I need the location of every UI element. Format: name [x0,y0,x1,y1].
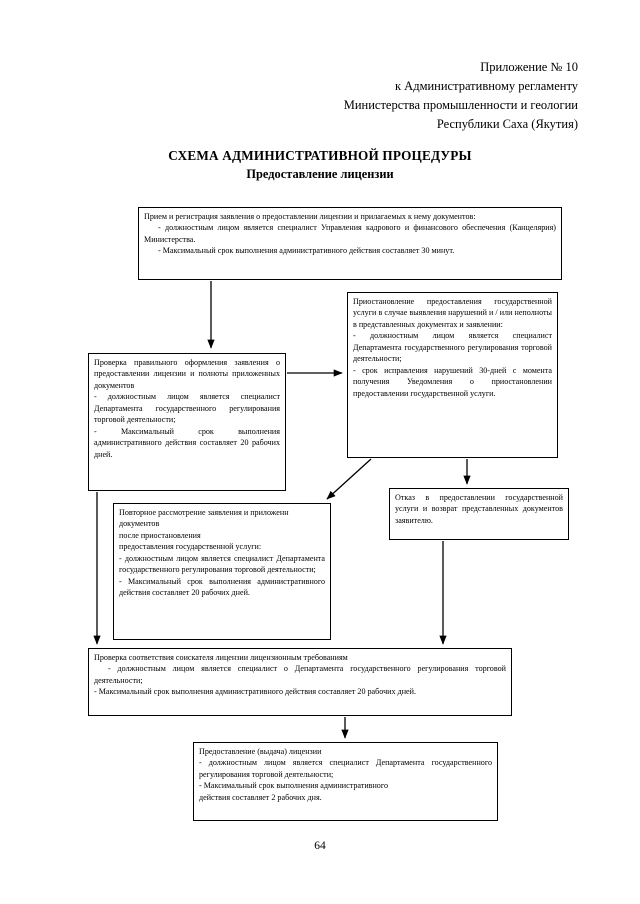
connector-suspend-to-review [326,458,372,500]
suspend-line-1: Приостановление предоставления государст… [353,297,552,329]
document-header: Приложение № 10 к Административному регл… [158,58,578,134]
intake-line-2: - должностным лицом является специалист … [144,223,556,244]
header-line-3: Министерства промышленности и геологии [343,98,578,112]
intake-line-3: - Максимальный срок выполнения администр… [158,246,455,256]
compliance-line-1: Проверка соответствия соискателя лицензи… [94,653,348,662]
review-line-6: - Максимальный срок выполнения администр… [119,576,325,598]
issue-line-2: - должностным лицом является специалист … [199,758,492,779]
compliance-line-3: - Максимальный срок выполнения администр… [94,687,416,697]
page-title: СХЕМА АДМИНИСТРАТИВНОЙ ПРОЦЕДУРЫ [168,148,472,163]
review-line-4: предоставления государственной услуги: [119,542,262,552]
review-line-1: Повторное рассмотрение заявления и прило… [119,508,289,517]
header-line-1: Приложение № 10 [480,60,578,74]
issue-line-1: Предоставление (выдача) лицензии [199,747,322,756]
compliance-line-2: - должностным лицом является специалист … [94,664,506,685]
verify-line-1: Проверка правильного оформления заявлени… [94,358,280,390]
review-line-2: документов [119,519,160,529]
flow-box-refusal: Отказ в предоставлении государственной у… [389,488,569,540]
flow-box-verify: Проверка правильного оформления заявлени… [88,353,286,491]
flow-box-review: Повторное рассмотрение заявления и прило… [113,503,331,640]
verify-line-2: - должностным лицом является специалист … [94,392,280,425]
refusal-line-1: Отказ в предоставлении государственной у… [395,493,563,525]
flow-box-compliance: Проверка соответствия соискателя лицензи… [88,648,512,716]
page-number: 64 [314,840,326,852]
intake-line-1: Прием и регистрация заявления о предоста… [144,212,476,221]
header-line-2: к Административному регламенту [394,79,578,93]
flow-box-intake: Прием и регистрация заявления о предоста… [138,207,562,280]
review-line-5: - должностным лицом является специалист … [119,553,325,575]
suspend-line-2: - должностным лицом является специалист … [353,331,552,364]
header-line-4: Республики Саха (Якутия) [436,117,578,131]
verify-line-3: - Максимальный срок выполнения администр… [94,426,280,459]
review-line-3: после приостановления [119,530,201,540]
flow-box-issue: Предоставление (выдача) лицензии - должн… [193,742,498,821]
page-subtitle: Предоставление лицензии [246,167,394,181]
issue-line-3: - Максимальный срок выполнения администр… [199,781,389,791]
flow-box-suspend: Приостановление предоставления государст… [347,292,558,458]
issue-line-4: действия составляет 2 рабочих дня. [199,792,322,802]
suspend-line-3: - срок исправления нарушений 30-дней с м… [353,365,552,398]
